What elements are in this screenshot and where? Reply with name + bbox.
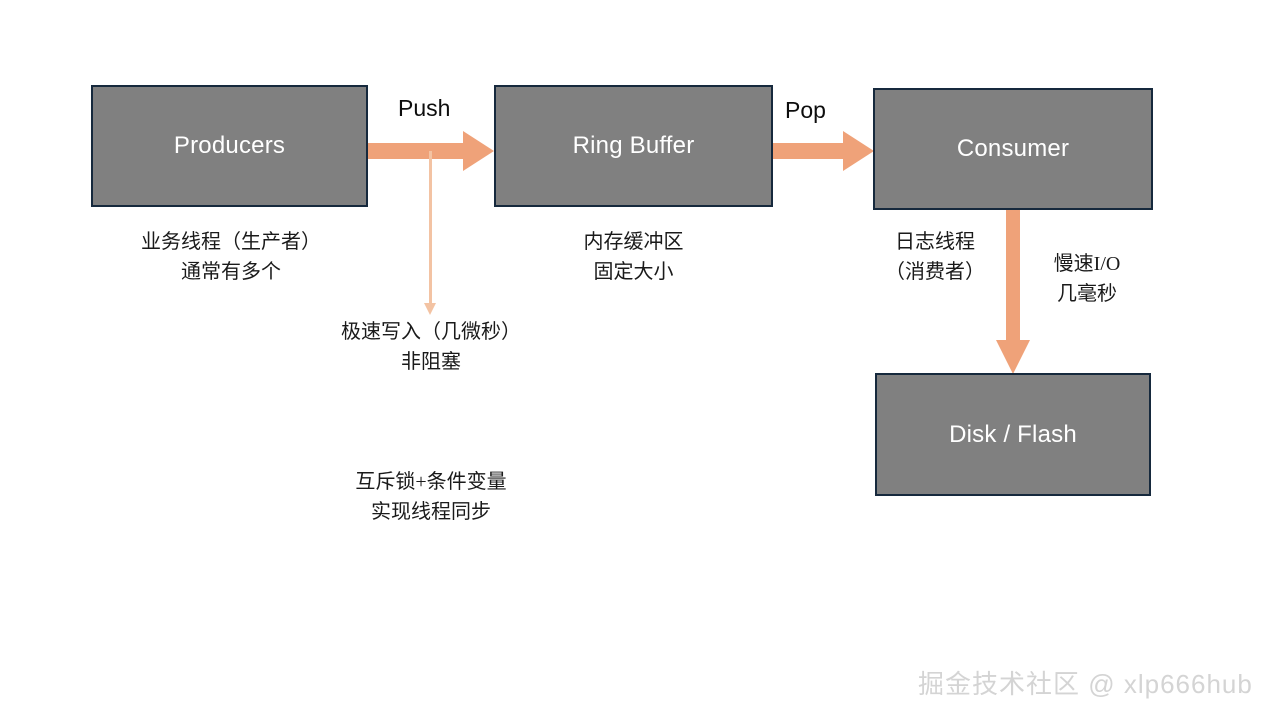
node-consumer[interactable]: Consumer: [873, 88, 1153, 210]
watermark: 掘金技术社区 @ xlp666hub: [918, 669, 1253, 699]
annotation-consumer: 日志线程 （消费者）: [885, 231, 985, 283]
annotation-ring-buffer: 内存缓冲区 固定大小: [583, 231, 684, 283]
node-disk-flash[interactable]: Disk / Flash: [875, 373, 1151, 496]
node-ring-buffer-label: Ring Buffer: [572, 132, 695, 159]
annotation-fast-write: 极速写入（几微秒） 非阻塞: [341, 321, 521, 373]
annotation-slow-io: 慢速I/O 几毫秒: [1053, 253, 1121, 305]
annotation-mutex-condvar: 互斥锁+条件变量 实现线程同步: [355, 471, 507, 523]
arrow-push-detail: [424, 151, 436, 315]
edge-label-pop: Pop: [785, 97, 826, 123]
arrow-pop: [773, 131, 874, 171]
arrow-push: [368, 131, 494, 171]
node-disk-flash-label: Disk / Flash: [949, 420, 1077, 448]
node-ring-buffer[interactable]: Ring Buffer: [494, 85, 773, 207]
arrow-write-disk: [996, 209, 1030, 374]
node-producers[interactable]: Producers: [91, 85, 368, 207]
annotation-producers: 业务线程（生产者） 通常有多个: [141, 231, 321, 283]
node-consumer-label: Consumer: [956, 135, 1070, 162]
edge-label-push: Push: [398, 95, 451, 121]
node-producers-label: Producers: [173, 132, 286, 159]
